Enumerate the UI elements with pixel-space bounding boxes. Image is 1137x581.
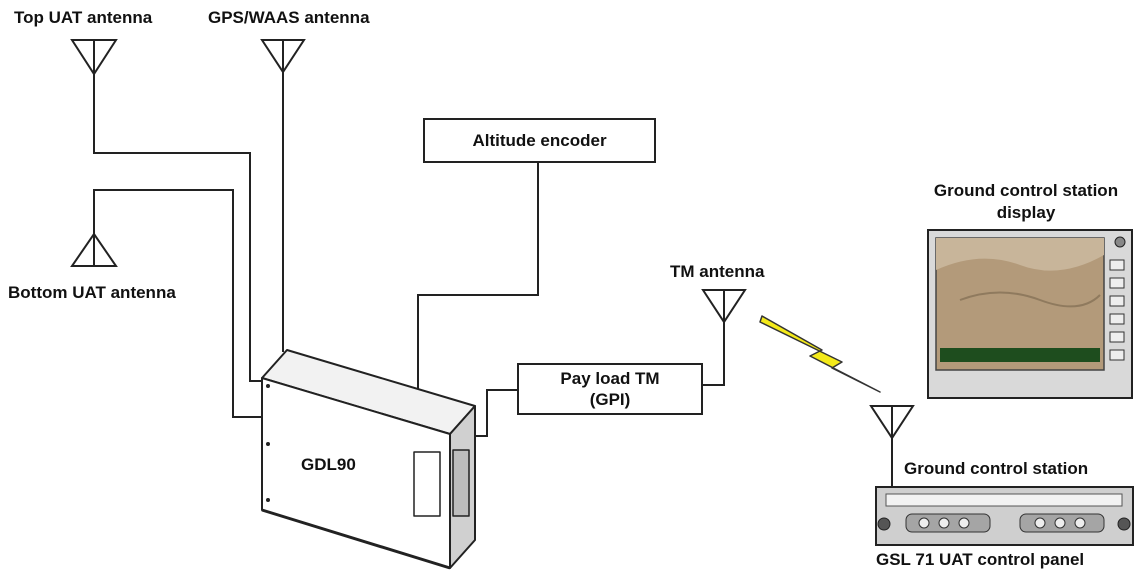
wire-altitude-encoder [417,163,539,400]
gdl90-screw [266,442,270,446]
gdl90-base-edge [261,508,451,570]
payload-tm-sublabel: (GPI) [589,390,631,409]
antenna-icon [869,405,915,440]
bottom-uat-antenna-label: Bottom UAT antenna [8,283,176,302]
wireless-link-icon [759,315,881,393]
antenna-icon [260,39,306,74]
gps-waas-antenna-label: GPS/WAAS antenna [208,8,370,27]
wire-payload-tm-antenna [702,320,725,386]
antenna-icon [70,232,118,267]
gcs-display-title-line2: display [996,203,1056,222]
gdl90-connector [452,449,470,517]
wire-bottom-uat [93,189,262,418]
altitude-encoder-label: Altitude encoder [472,131,607,150]
gdl90-latch [413,451,441,517]
payload-tm-label: Pay load TM [560,369,660,388]
top-uat-antenna-label: Top UAT antenna [14,8,153,27]
gsl71-panel-label: GSL 71 UAT control panel [876,550,1085,569]
gsl71-control-panel [875,486,1134,546]
gcs-display [927,229,1133,399]
gdl90-label: GDL90 [301,455,356,474]
payload-tm-box: Pay load TM (GPI) [517,363,703,415]
gcs-display-title: Ground control station display [916,180,1136,224]
ground-control-station-label: Ground control station [904,459,1089,478]
connection-wires [93,70,893,486]
gdl90-screw [266,498,270,502]
antenna-icon [701,289,747,324]
wire-top-uat [93,72,262,382]
altitude-encoder-box: Altitude encoder [423,118,656,163]
gcs-display-title-line1: Ground control station [933,181,1119,200]
antenna-icon [70,39,118,76]
gdl90-screw [266,384,270,388]
tm-antenna-label: TM antenna [670,262,765,281]
gdl90-unit [261,349,476,570]
